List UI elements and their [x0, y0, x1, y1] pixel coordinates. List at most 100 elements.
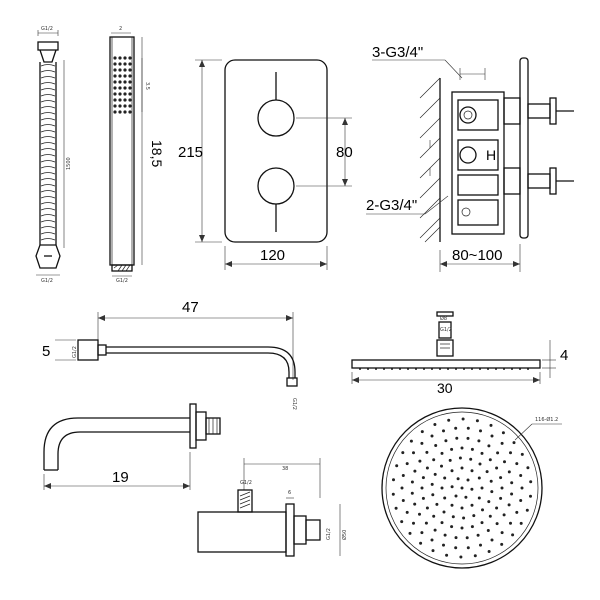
- nozzle-dot: [460, 446, 464, 450]
- nozzle-dot: [392, 478, 395, 482]
- handshower-length-label: 18,5: [149, 140, 165, 167]
- nozzle-dot: [460, 526, 464, 530]
- nozzle-dot: [495, 522, 499, 526]
- nozzle-dot: [481, 508, 484, 512]
- nozzle-dot: [509, 451, 512, 455]
- nozzle-dot: [444, 439, 448, 443]
- bath-spout-drawing: 19: [43, 403, 221, 490]
- nozzle-dot: [500, 441, 504, 445]
- nozzle-dot: [466, 426, 470, 430]
- nozzle-dot: [529, 480, 533, 484]
- valve-depth-label: 80~100: [452, 247, 502, 264]
- nozzle-dot: [435, 502, 439, 506]
- nozzle-dot: [420, 441, 424, 445]
- hose-bottom-label: G1/2: [41, 278, 53, 284]
- nozzle-dot: [432, 458, 436, 462]
- nozzle-dot: [510, 481, 514, 485]
- shower-hose-drawing: G1/2 1500 G1/2: [35, 26, 72, 284]
- valve-outlet-label: 3-G3/4": [372, 44, 423, 61]
- nozzle-dot: [487, 444, 491, 448]
- nozzle-dot: [430, 434, 434, 438]
- nozzle-dot: [519, 521, 523, 525]
- nozzle-dot: [454, 494, 458, 498]
- nozzle-dot: [466, 546, 470, 550]
- spout-length-label: 19: [112, 469, 129, 486]
- nozzle-dot: [425, 506, 429, 510]
- nozzle-dot: [443, 496, 447, 500]
- nozzle-dot: [454, 546, 458, 550]
- nozzle-dot: [451, 515, 455, 519]
- nozzle-dot: [512, 441, 516, 445]
- nozzle-dot: [488, 458, 492, 462]
- nozzle-dot: [470, 469, 474, 473]
- valve-front-drawing: 215 80 120: [178, 59, 353, 270]
- shower-head-front-drawing: 116-Ø1.2: [381, 407, 562, 569]
- nozzle-dot: [401, 474, 405, 477]
- shower-head-side-drawing: Ø8 G1/2 4 30: [351, 311, 568, 396]
- nozzle-dot: [525, 508, 529, 512]
- head-top-label-2: G1/2: [440, 327, 452, 333]
- nozzle-count-label: 116-Ø1.2: [535, 416, 558, 423]
- nozzle-dot: [501, 431, 505, 435]
- head-top-label-1: Ø8: [440, 315, 447, 322]
- nozzle-dot: [488, 514, 492, 518]
- nozzle-dot: [477, 439, 481, 443]
- nozzle-dot: [486, 529, 490, 532]
- nozzle-dot: [487, 500, 491, 504]
- arm-height-label: 5: [42, 343, 50, 360]
- nozzle-dot: [450, 525, 454, 529]
- nozzle-dot: [450, 485, 454, 489]
- nozzle-dot: [424, 521, 428, 525]
- nozzle-dot: [418, 512, 421, 516]
- nozzle-dot: [433, 528, 437, 532]
- nozzle-dot: [459, 555, 463, 559]
- elbow-top-dim: 38: [282, 466, 288, 472]
- nozzle-dot: [431, 493, 435, 497]
- nozzle-dot: [460, 466, 464, 470]
- nozzle-dot: [479, 429, 482, 433]
- hose-length-label: 1500: [66, 157, 72, 170]
- nozzle-dot: [405, 510, 409, 514]
- nozzle-dot: [418, 459, 422, 463]
- nozzle-dot: [462, 516, 466, 520]
- nozzle-dot: [510, 492, 514, 496]
- arm-wall-label: G1/2: [72, 346, 78, 358]
- nozzle-dot: [448, 458, 452, 462]
- nozzle-dot: [499, 496, 503, 500]
- nozzle-dot: [511, 533, 515, 537]
- nozzle-dot: [472, 514, 476, 518]
- nozzle-dot: [455, 436, 459, 440]
- nozzle-dot: [485, 470, 489, 474]
- valve-h-mark: H: [486, 147, 496, 163]
- nozzle-dot: [405, 462, 409, 466]
- nozzle-dot: [409, 439, 413, 443]
- nozzle-dot: [420, 430, 424, 434]
- nozzle-dot: [475, 419, 479, 423]
- nozzle-dot: [421, 496, 425, 500]
- nozzle-dot: [433, 472, 437, 476]
- nozzle-dot: [507, 503, 511, 507]
- handshower-side-label: 3.5: [144, 82, 150, 90]
- nozzle-dot: [447, 418, 451, 422]
- nozzle-dot: [420, 531, 424, 535]
- nozzle-dot: [477, 496, 481, 500]
- nozzle-dot: [500, 486, 504, 490]
- nozzle-dot: [434, 444, 438, 447]
- nozzle-dot: [458, 456, 462, 460]
- nozzle-dot: [520, 486, 524, 490]
- elbow-height-label: Ø50: [341, 530, 348, 540]
- nozzle-dot: [490, 538, 494, 542]
- nozzle-dot: [515, 510, 519, 514]
- nozzle-dot: [460, 506, 464, 510]
- nozzle-dot: [465, 536, 469, 540]
- shower-head-nozzles: [391, 417, 533, 559]
- shower-arm-drawing: 47 5 G1/2 G1/2: [42, 299, 298, 410]
- valve-center-label: 80: [336, 144, 353, 161]
- nozzle-dot: [420, 486, 424, 490]
- nozzle-dot: [507, 470, 511, 474]
- nozzle-dot: [432, 514, 436, 518]
- nozzle-dot: [400, 486, 404, 490]
- nozzle-dot: [478, 462, 482, 466]
- nozzle-dot: [450, 447, 454, 451]
- nozzle-dot: [425, 466, 429, 470]
